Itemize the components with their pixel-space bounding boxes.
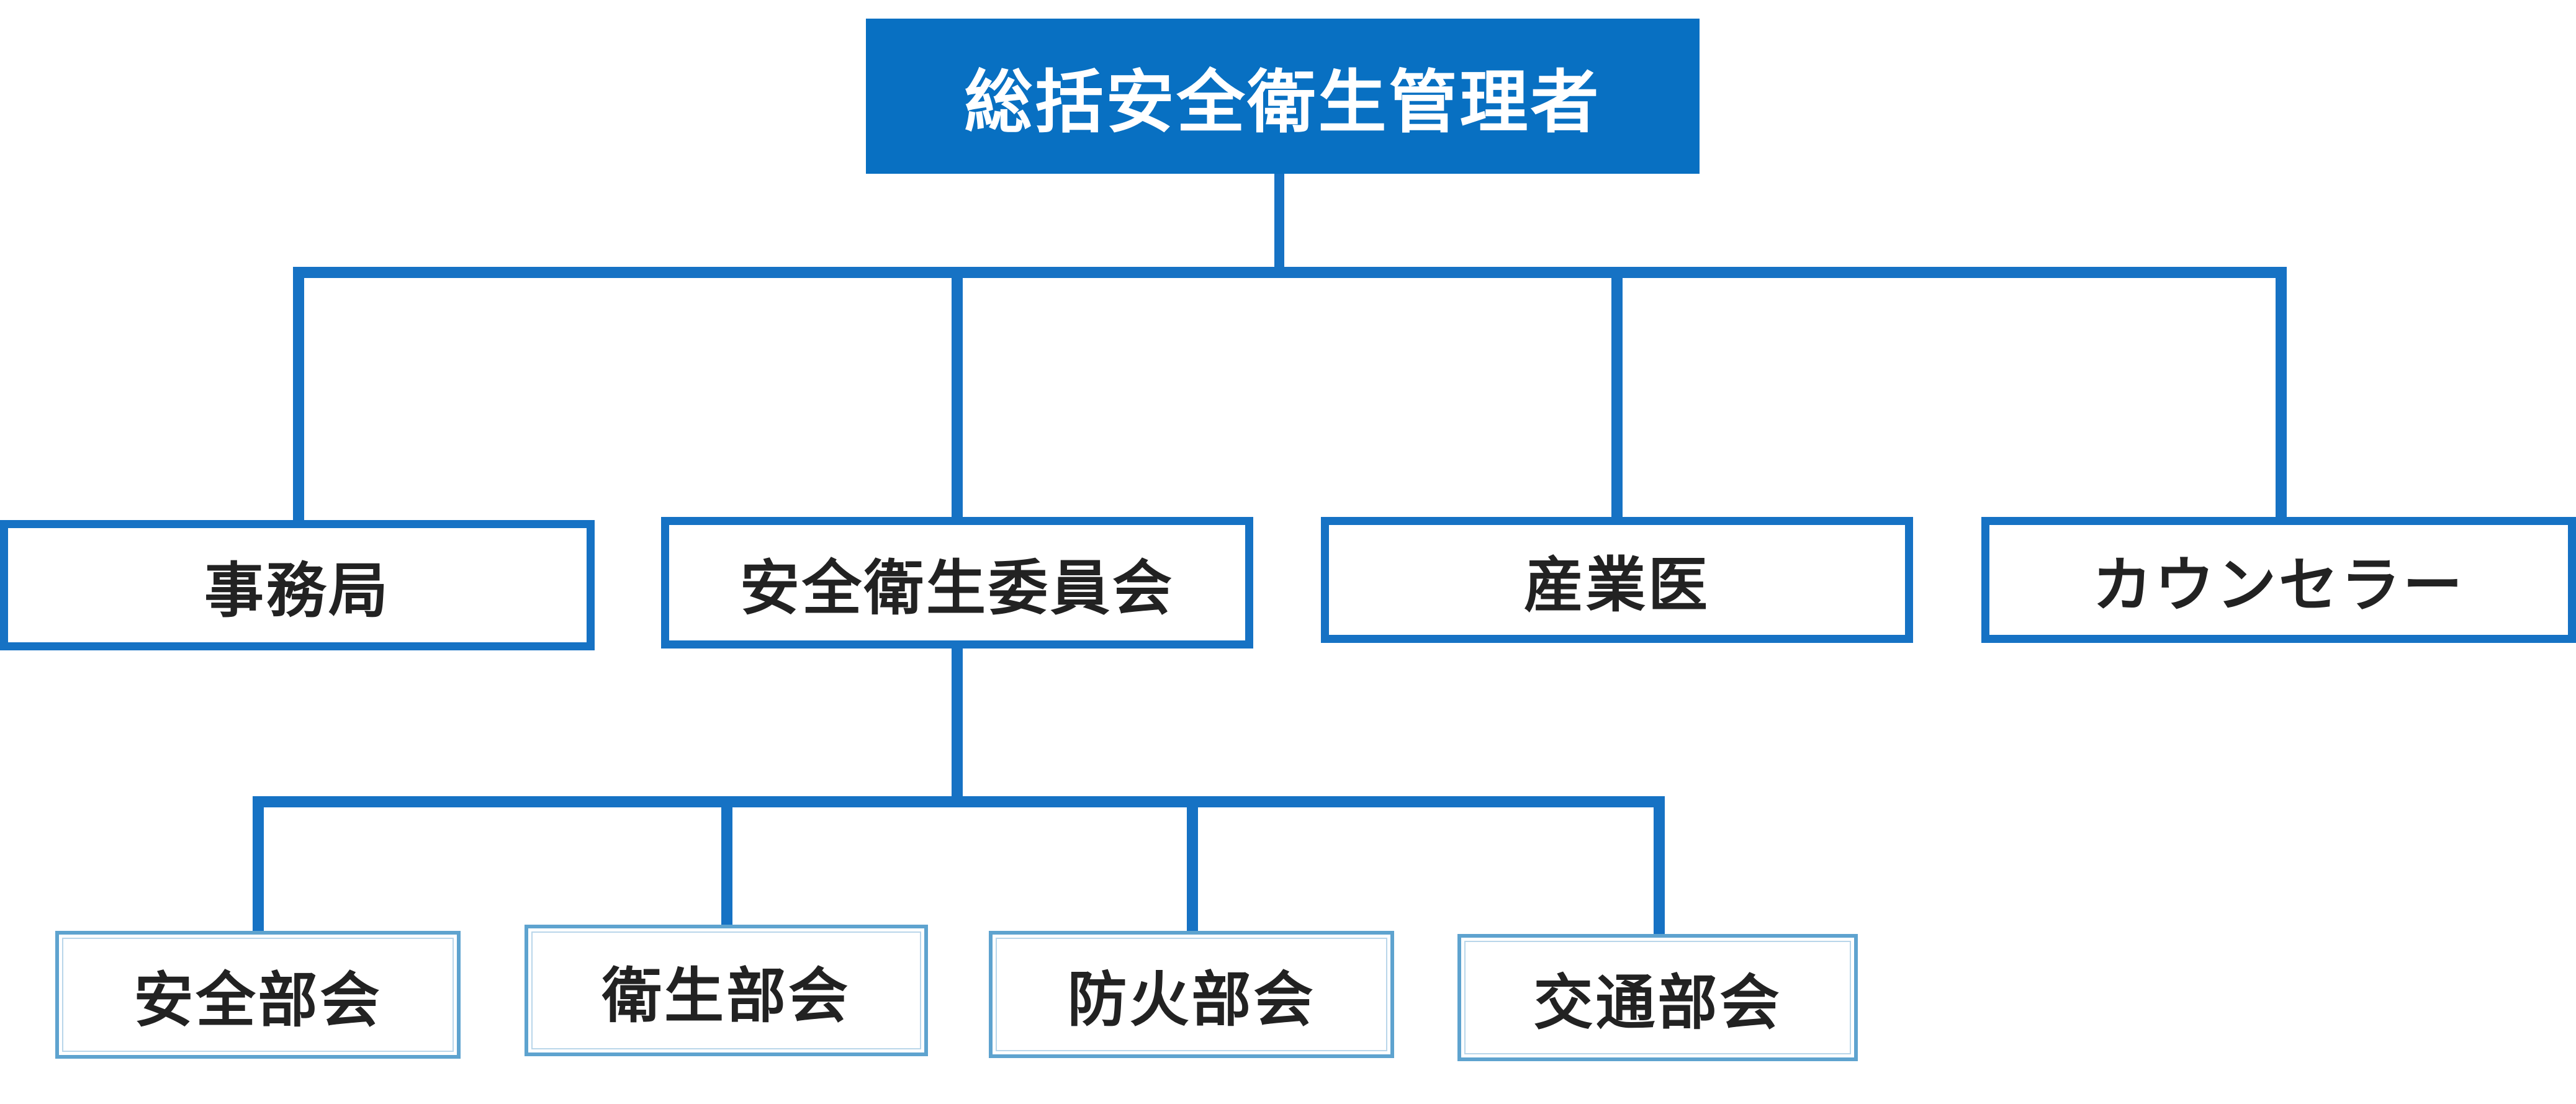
connector-level2-bus (293, 267, 2287, 278)
node-label: 交通部会 (1533, 968, 1782, 1038)
connector-top-down (1274, 173, 1284, 272)
node-label: 安全衛生委員会 (740, 553, 1174, 623)
connector-drop-koutsu (1654, 801, 1665, 936)
node-traffic-subcommittee: 交通部会 (1457, 934, 1858, 1061)
node-label: 防火部会 (1067, 965, 1316, 1034)
connector-level3-bus (253, 796, 1665, 807)
connector-drop-committee (952, 272, 963, 523)
node-label: 安全部会 (133, 965, 382, 1035)
node-health-subcommittee: 衛生部会 (525, 925, 928, 1056)
node-general-safety-health-manager: 総括安全衛生管理者 (866, 19, 1700, 174)
connector-drop-jimukyoku (293, 272, 304, 523)
node-label: カウンセラー (2092, 550, 2465, 620)
node-label: 事務局 (204, 555, 390, 626)
node-label: 総括安全衛生管理者 (964, 63, 1601, 142)
connector-drop-eisei (721, 801, 732, 930)
node-industrial-physician: 産業医 (1321, 517, 1913, 643)
node-fire-prevention-subcommittee: 防火部会 (989, 931, 1394, 1058)
connector-drop-counselor (2276, 272, 2287, 523)
node-counselor: カウンセラー (1981, 517, 2576, 643)
connector-drop-bouka (1187, 801, 1198, 936)
node-label: 産業医 (1524, 550, 1710, 620)
connector-drop-doctor (1611, 272, 1623, 523)
connector-committee-down (952, 644, 963, 806)
node-secretariat: 事務局 (0, 520, 595, 650)
node-label: 衛生部会 (602, 961, 850, 1031)
connector-drop-anzen (253, 801, 264, 936)
node-safety-subcommittee: 安全部会 (55, 931, 461, 1059)
node-safety-health-committee: 安全衛生委員会 (661, 517, 1253, 648)
